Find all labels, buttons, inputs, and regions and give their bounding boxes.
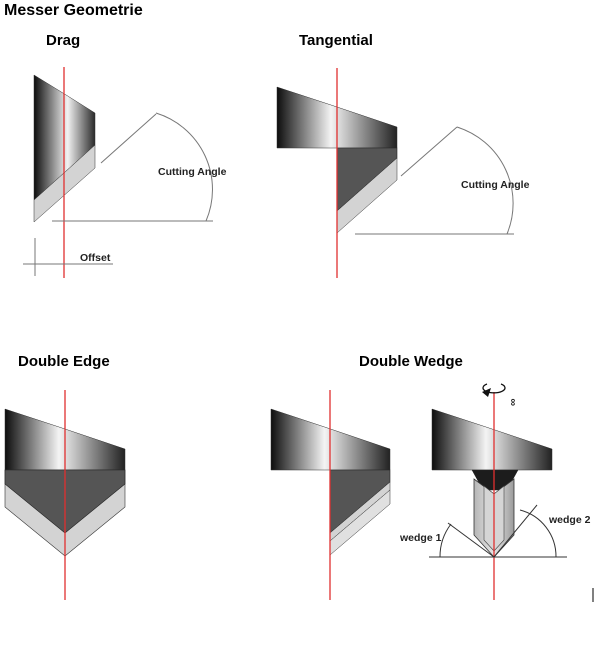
wedge1-angle-arc <box>439 523 452 558</box>
wedge1-label: wedge 1 <box>399 532 442 544</box>
rotation-label: ∞ <box>507 398 519 406</box>
drag-cutting-angle-label: Cutting Angle <box>158 166 227 178</box>
drag-diagram: Cutting Angle Offset <box>23 67 227 278</box>
tangential-diagram: Cutting Angle <box>276 68 530 278</box>
double-wedge-single-diagram <box>270 390 391 600</box>
rotation-arrowhead-icon <box>482 388 491 397</box>
tangential-angle-line <box>400 126 458 177</box>
wedge1-angle-line <box>447 522 495 558</box>
tangential-cutting-angle-label: Cutting Angle <box>461 179 530 191</box>
wedge2-label: wedge 2 <box>548 514 591 526</box>
heading-drag: Drag <box>46 32 81 49</box>
heading-double-edge: Double Edge <box>18 353 110 370</box>
double-edge-diagram <box>4 390 126 600</box>
page-title: Messer Geometrie <box>4 2 143 19</box>
heading-tangential: Tangential <box>299 32 373 49</box>
rotation-arrow-icon <box>482 383 506 394</box>
t-blade-top <box>431 408 553 471</box>
drag-angle-line <box>100 113 157 164</box>
double-wedge-t-diagram: wedge 1 wedge 2 ∞ <box>399 383 591 600</box>
wedge2-angle-arc <box>519 509 557 558</box>
drag-offset-label: Offset <box>80 252 111 264</box>
heading-double-wedge: Double Wedge <box>359 353 463 370</box>
tangential-angle-arc <box>456 126 514 235</box>
drag-angle-arc <box>155 112 213 222</box>
